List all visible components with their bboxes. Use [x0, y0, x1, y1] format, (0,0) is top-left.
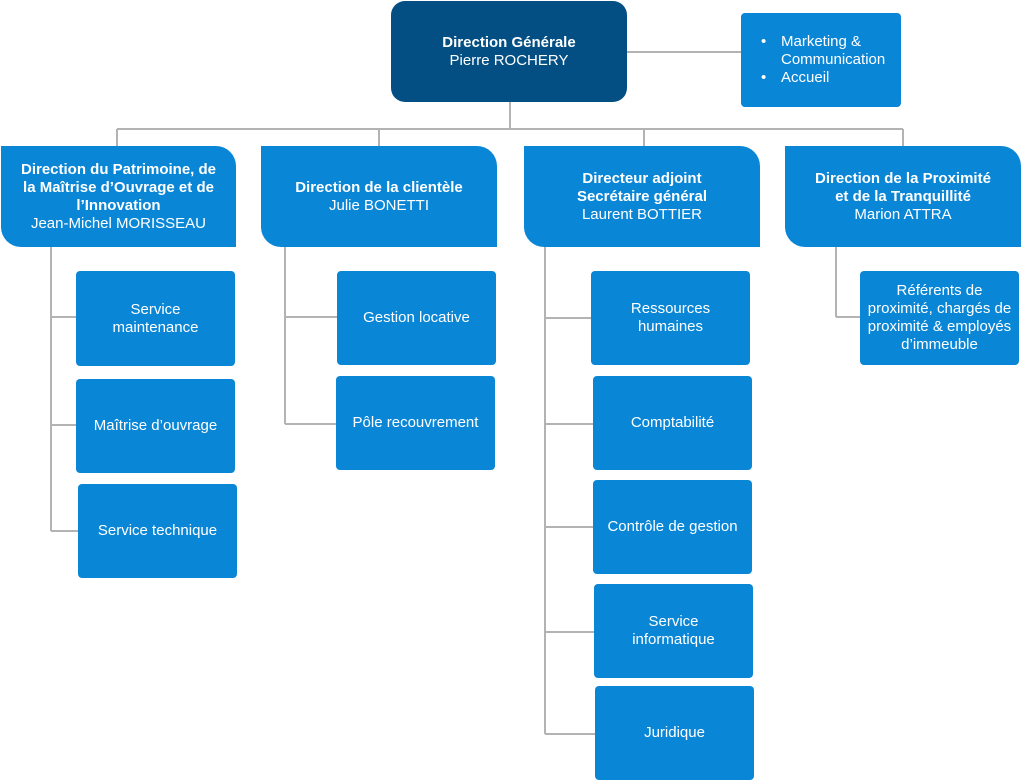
direction-proximite-name: Marion ATTRA	[854, 205, 952, 223]
direction-clientele-name: Julie BONETTI	[328, 196, 430, 214]
comptabilite-label: Comptabilité	[630, 414, 715, 431]
juridique-box: Juridique	[595, 686, 754, 780]
directeur-adjoint-title: Directeur adjoint Secrétaire général	[576, 169, 708, 205]
direction-patrimoine-box: Direction du Patrimoine, de la Maîtrise …	[1, 146, 236, 247]
direction-proximite-box: Direction de la Proximité et de la Tranq…	[785, 146, 1021, 247]
maitrise-ouvrage-box: Maîtrise d’ouvrage	[76, 379, 235, 473]
marketing-item: Marketing & Communication	[761, 33, 899, 69]
ressources-humaines-label: Ressources humaines	[630, 300, 711, 335]
direction-generale-title: Direction Générale	[442, 33, 576, 51]
gestion-locative-box: Gestion locative	[337, 271, 496, 365]
directeur-adjoint-name: Laurent BOTTIER	[581, 205, 703, 223]
direction-generale-box: Direction Générale Pierre ROCHERY	[391, 1, 627, 102]
service-maintenance-box: Service maintenance	[76, 271, 235, 366]
direction-proximite-title: Direction de la Proximité et de la Tranq…	[815, 169, 991, 205]
marketing-accueil-box: Marketing & Communication Accueil	[741, 13, 901, 107]
pole-recouvrement-label: Pôle recouvrement	[352, 414, 479, 431]
controle-gestion-box: Contrôle de gestion	[593, 480, 752, 574]
direction-clientele-box: Direction de la clientèle Julie BONETTI	[261, 146, 497, 247]
service-technique-box: Service technique	[78, 484, 237, 578]
accueil-item: Accueil	[761, 69, 899, 87]
referents-proximite-label: Référents de proximité, chargés de proxi…	[867, 282, 1012, 353]
direction-patrimoine-title: Direction du Patrimoine, de la Maîtrise …	[20, 160, 217, 214]
service-maintenance-label: Service maintenance	[112, 300, 199, 336]
direction-clientele-title: Direction de la clientèle	[295, 178, 463, 196]
controle-gestion-label: Contrôle de gestion	[607, 518, 738, 535]
direction-patrimoine-name: Jean-Michel MORISSEAU	[30, 214, 207, 232]
service-informatique-box: Service informatique	[594, 584, 753, 678]
directeur-adjoint-box: Directeur adjoint Secrétaire général Lau…	[524, 146, 760, 247]
gestion-locative-label: Gestion locative	[363, 309, 470, 326]
service-informatique-label: Service informatique	[632, 613, 715, 648]
direction-generale-name: Pierre ROCHERY	[449, 51, 569, 69]
juridique-label: Juridique	[644, 724, 705, 741]
maitrise-ouvrage-label: Maîtrise d’ouvrage	[93, 417, 218, 434]
ressources-humaines-box: Ressources humaines	[591, 271, 750, 365]
pole-recouvrement-box: Pôle recouvrement	[336, 376, 495, 470]
referents-proximite-box: Référents de proximité, chargés de proxi…	[860, 271, 1019, 365]
comptabilite-box: Comptabilité	[593, 376, 752, 470]
service-technique-label: Service technique	[97, 522, 218, 539]
marketing-accueil-list: Marketing & Communication Accueil	[761, 33, 899, 87]
